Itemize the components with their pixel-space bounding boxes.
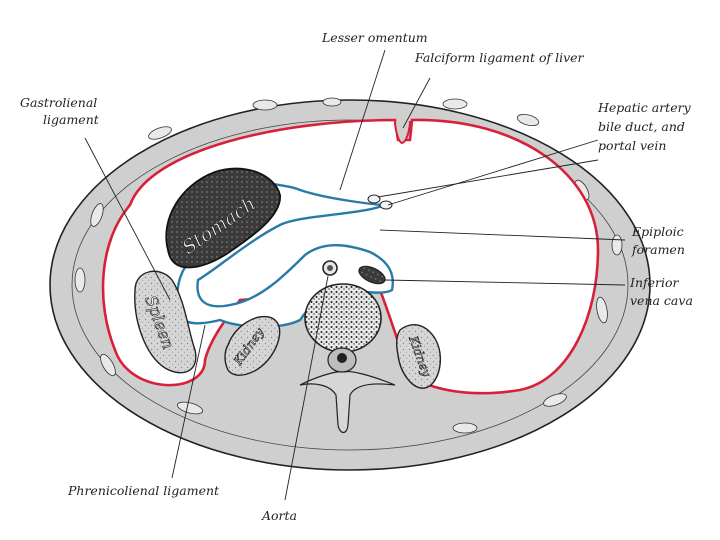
hepatic-leader-2: [377, 159, 599, 198]
phrenicolienal-leader: [171, 324, 206, 479]
lesser-omentum-leader: [339, 49, 386, 191]
ivc-label-line1: Inferior: [629, 275, 680, 290]
kidney-left: [224, 315, 281, 376]
ivc-label-line2: vena cava: [630, 293, 693, 308]
lesser-omentum-label: Lesser omentum: [321, 30, 428, 45]
ivc-leader: [384, 279, 626, 286]
vertebra: [299, 283, 396, 434]
epiploic-leader: [379, 229, 626, 241]
gastrolienal-label-line2: ligament: [43, 112, 100, 127]
hepatic-leader-1: [387, 139, 599, 206]
phrenicolienal-label: Phrenicolienal ligament: [67, 483, 220, 498]
hepatic-label-line2: bile duct, and: [598, 119, 685, 134]
inferior-vena-cava: [358, 265, 386, 285]
falciform-ligament: [394, 120, 411, 145]
kidney-right: [395, 324, 442, 389]
gastrolienal-label-line1: Gastrolienal: [20, 95, 97, 110]
wall-muscle-bundles: [74, 97, 623, 434]
body-wall-inner-line: [71, 119, 629, 451]
spleen: [134, 270, 197, 374]
gastrolienal-leader: [84, 137, 171, 301]
epiploic-label-line2: foramen: [631, 242, 685, 257]
hepatic-artery-bile-duct-portal-vein: [367, 194, 393, 210]
hepatic-label-line3: portal vein: [598, 138, 666, 153]
aorta-label: Aorta: [261, 508, 297, 523]
aorta-leader: [284, 275, 329, 501]
hepatic-label-line1: Hepatic artery: [597, 100, 692, 115]
stomach: [165, 167, 281, 269]
falciform-ligament-label: Falciform ligament of liver: [414, 50, 585, 65]
falciform-leader: [402, 77, 431, 129]
epiploic-label-line1: Epiploic: [631, 224, 684, 239]
